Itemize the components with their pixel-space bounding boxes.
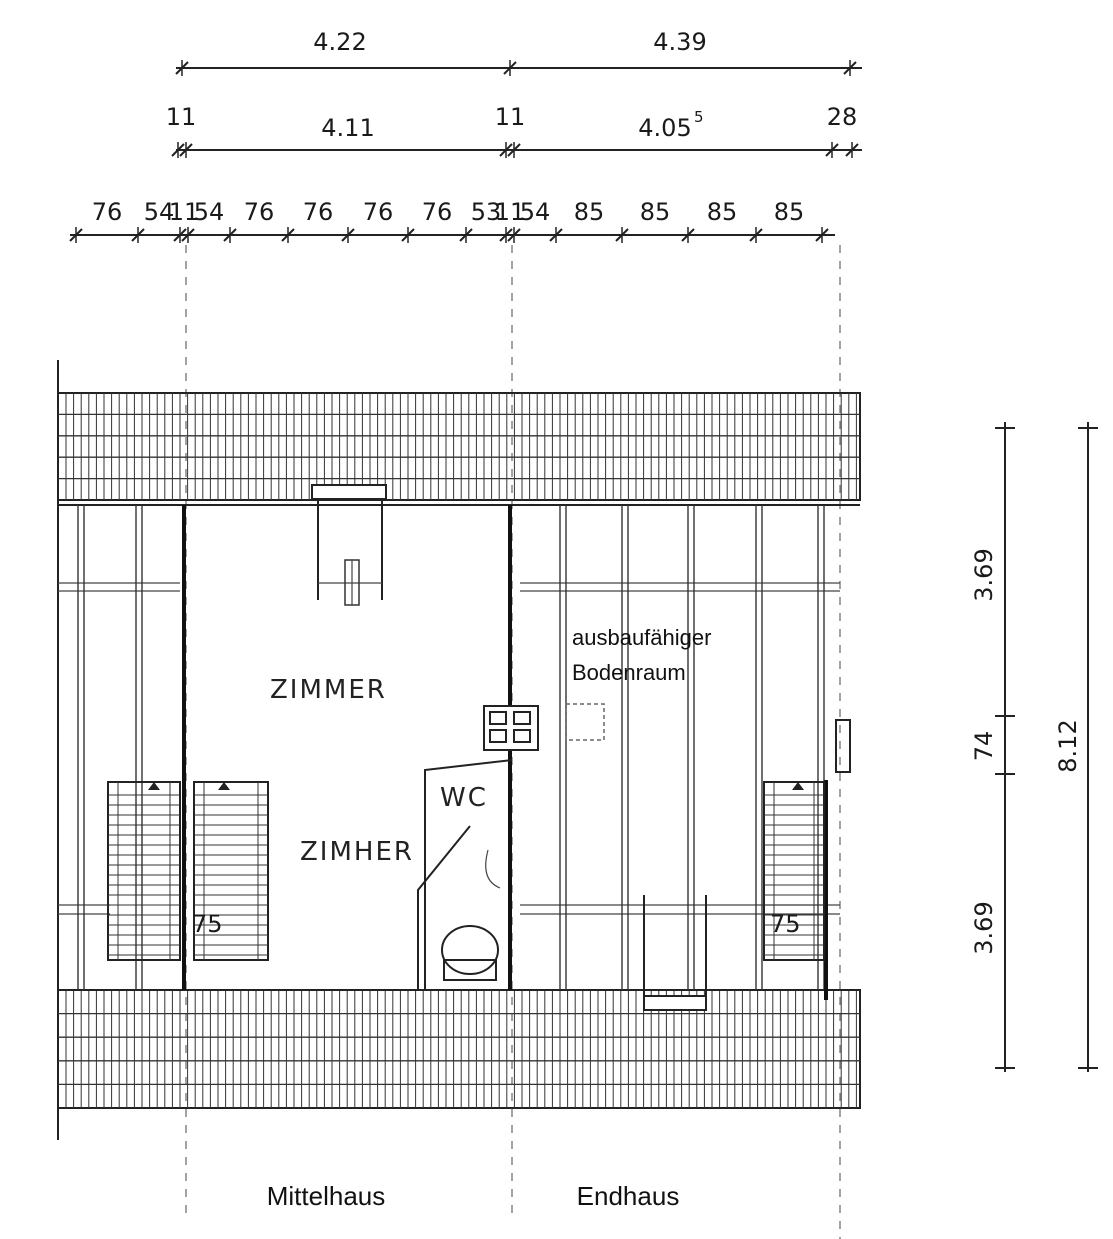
dim-segment: 54 [520, 198, 551, 226]
dim-3-69-upper: 3.69 [970, 548, 998, 601]
label-mittelhaus: Mittelhaus [267, 1181, 386, 1211]
dim-11-a: 11 [166, 103, 197, 131]
dim-segment: 11 [169, 198, 200, 226]
dim-segment: 85 [574, 198, 605, 226]
label-zimmer-lower: ZIMHER [300, 837, 414, 867]
dimension-chain-right: 3.69 74 3.69 8.12 [970, 422, 1098, 1072]
dim-segment: 76 [303, 198, 334, 226]
dim-segment: 76 [422, 198, 453, 226]
label-bodenraum-line1: ausbaufähiger [572, 625, 711, 650]
dim-segment: 76 [363, 198, 394, 226]
stair-left-a [107, 781, 181, 961]
dim-4-22: 4.22 [313, 28, 366, 56]
dim-segment: 85 [707, 198, 738, 226]
dim-3-69-lower: 3.69 [970, 901, 998, 954]
right-wall-element [824, 719, 851, 1000]
dim-4-11: 4.11 [321, 114, 374, 142]
dormer-top [311, 484, 387, 606]
dormer-bottom [643, 895, 707, 1011]
dim-segment: 85 [774, 198, 805, 226]
dim-4-05-superscript: 5 [694, 108, 704, 126]
label-zimmer-upper: ZIMMER [270, 675, 387, 705]
stair-width-right: 75 [770, 910, 801, 938]
dim-segment: 53 [471, 198, 502, 226]
dim-28: 28 [827, 103, 858, 131]
label-wc: WC [440, 783, 488, 813]
dim-8-12: 8.12 [1054, 719, 1082, 772]
roof-tiles-bottom [57, 989, 861, 1109]
dim-segment: 54 [144, 198, 175, 226]
dim-segment: 11 [495, 198, 526, 226]
stair-left-b [193, 781, 269, 961]
dim-segment: 76 [92, 198, 123, 226]
dim-4-39: 4.39 [653, 28, 706, 56]
dim-4-05: 4.05 [638, 114, 691, 142]
dim-74: 74 [970, 731, 998, 762]
dim-segment: 76 [244, 198, 275, 226]
stair-width-left: 75 [192, 910, 223, 938]
dim-segment: 54 [194, 198, 225, 226]
label-endhaus: Endhaus [577, 1181, 680, 1211]
dim-segment: 85 [640, 198, 671, 226]
roof-tiles-top [57, 392, 861, 501]
dim-11-b: 11 [495, 103, 526, 131]
rafters [58, 504, 860, 991]
wc-room [417, 759, 513, 990]
roof-hatch [565, 703, 605, 741]
chimney [483, 705, 539, 751]
label-bodenraum-line2: Bodenraum [572, 660, 686, 685]
stair-right [763, 781, 825, 961]
